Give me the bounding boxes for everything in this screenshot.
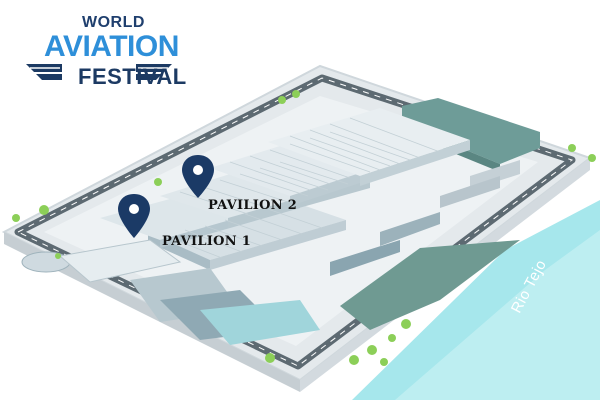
green-block: [340, 240, 520, 330]
logo-line-aviation: AVIATION: [44, 30, 179, 63]
pavilion-2-label[interactable]: PAVILION 2: [208, 198, 298, 213]
pavilion-1-label[interactable]: PAVILION 1: [162, 234, 252, 249]
pavilion-2-marker: [182, 155, 214, 198]
pavilion-1-marker: [118, 194, 150, 238]
pavilion-roofs: [100, 108, 470, 270]
logo-line-world: WORLD: [82, 14, 145, 31]
logo-line-festival: FESTIVAL: [78, 64, 187, 89]
entrance-structure: [21, 239, 320, 345]
trees: [12, 90, 596, 366]
world-aviation-festival-logo: WORLD AVIATION FESTIVAL: [24, 12, 186, 92]
teal-building: [402, 98, 540, 164]
